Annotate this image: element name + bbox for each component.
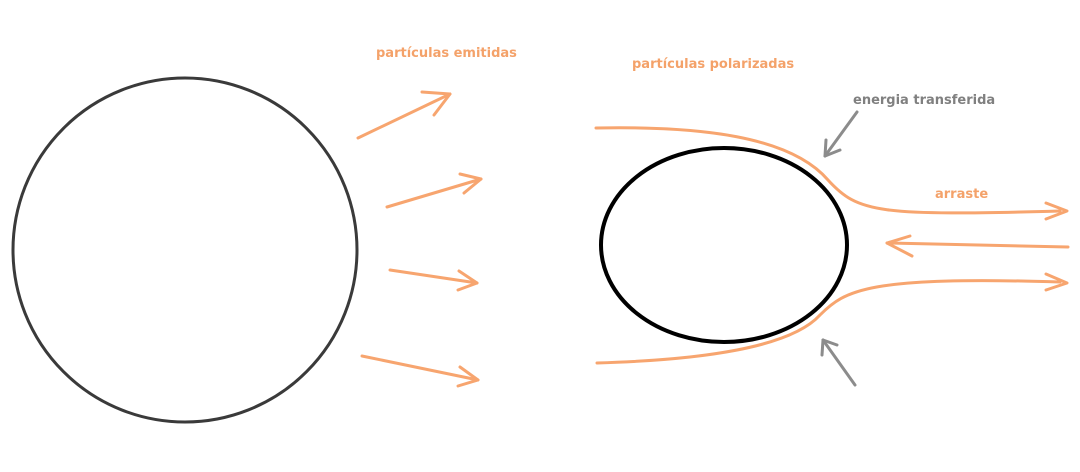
label-energy-transferred: energia transferida <box>853 93 996 108</box>
emitted-arrow-3 <box>388 268 479 292</box>
stream-top <box>594 126 1062 215</box>
drag-backflow-line <box>885 241 1070 249</box>
emitted-arrow-2 <box>385 172 483 209</box>
emitted-arrow-4 <box>360 354 480 388</box>
emitting-body-circle <box>11 76 359 424</box>
stream-bottom-arrowhead <box>1044 272 1069 292</box>
moving-body-ellipse <box>599 146 849 344</box>
emitted-arrow-1 <box>356 90 452 140</box>
polarized-particle-streams <box>594 126 1070 365</box>
label-polarized-particles: partículas polarizadas <box>632 57 795 72</box>
stream-top-arrowhead <box>1044 201 1069 221</box>
label-drag: arraste <box>935 187 989 202</box>
drag-backflow-arrowhead <box>885 234 914 258</box>
energy-arrow-bottom <box>820 338 857 387</box>
emitted-particle-arrows <box>356 90 483 388</box>
stream-bottom <box>595 279 1062 365</box>
energy-arrow-top <box>823 110 859 158</box>
label-emitted-particles: partículas emitidas <box>376 46 517 61</box>
energy-transfer-arrows <box>820 110 859 387</box>
